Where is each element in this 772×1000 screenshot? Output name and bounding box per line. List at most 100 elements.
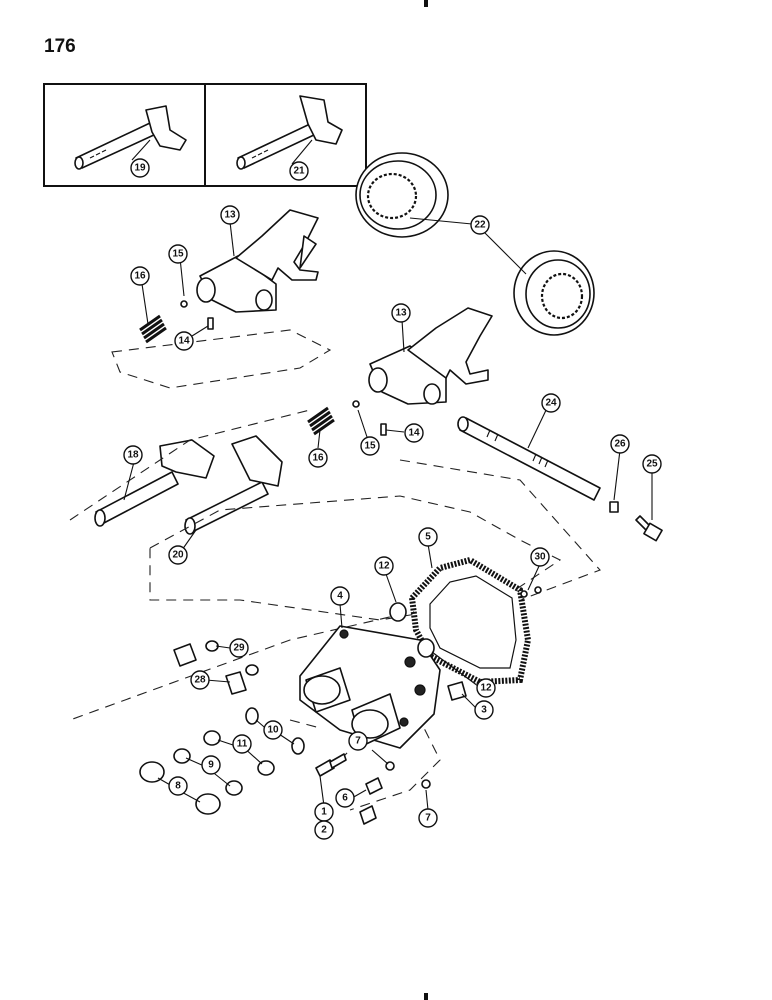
- callout-6: 6: [335, 788, 355, 808]
- callout-16-upper: 16: [130, 266, 150, 286]
- washer-part-12-lower: [417, 638, 435, 658]
- callout-12-upper: 12: [374, 556, 394, 576]
- plug-part-3: [447, 681, 467, 701]
- callout-1: 1: [314, 802, 334, 822]
- cover-housing-part-4: [299, 625, 441, 749]
- callout-24: 24: [541, 393, 561, 413]
- interlock-pin-lower: [380, 423, 387, 436]
- phantom-outline-upper: [111, 329, 332, 389]
- callout-7-upper: 7: [348, 731, 368, 751]
- svg-text:19: 19: [134, 163, 146, 174]
- svg-text:6: 6: [342, 793, 348, 804]
- detent-ball-lower: [352, 400, 360, 408]
- callout-10: 10: [263, 720, 283, 740]
- breather-part-6: [359, 777, 383, 825]
- page-number: 176: [44, 36, 76, 57]
- svg-text:11: 11: [237, 739, 248, 750]
- svg-text:1: 1: [321, 807, 327, 818]
- svg-text:3: 3: [481, 705, 487, 716]
- callout-14-lower: 14: [404, 423, 424, 443]
- clip-part-10-upper: [245, 707, 259, 725]
- ring-part-11-upper: [203, 730, 221, 746]
- svg-text:18: 18: [127, 450, 139, 461]
- callout-20: 20: [168, 545, 188, 565]
- spring-lower: [307, 406, 335, 436]
- svg-text:25: 25: [646, 459, 658, 470]
- svg-text:8: 8: [175, 781, 181, 792]
- svg-text:24: 24: [545, 398, 557, 409]
- svg-text:13: 13: [224, 210, 236, 221]
- callout-4: 4: [330, 586, 350, 606]
- svg-text:26: 26: [614, 439, 626, 450]
- callout-2: 2: [314, 820, 334, 840]
- svg-text:30: 30: [534, 552, 546, 563]
- svg-text:12: 12: [378, 561, 390, 572]
- svg-text:28: 28: [194, 675, 206, 686]
- plug-part-26: [609, 501, 619, 513]
- callout-30: 30: [530, 547, 550, 567]
- svg-text:15: 15: [172, 249, 184, 260]
- svg-text:10: 10: [267, 725, 279, 736]
- spring-upper: [139, 314, 167, 344]
- callout-22: 22: [470, 215, 490, 235]
- callout-11: 11: [232, 734, 252, 754]
- svg-text:14: 14: [178, 336, 190, 347]
- callout-25: 25: [642, 454, 662, 474]
- bolt-part-1-2: [315, 753, 347, 777]
- callout-7-lower: 7: [418, 808, 438, 828]
- inset-panel: [43, 83, 367, 187]
- callout-3: 3: [474, 700, 494, 720]
- seal-part-8-lower: [195, 793, 221, 815]
- shift-rail-part-19: [74, 105, 187, 170]
- shift-rail-part-18: [94, 439, 215, 527]
- svg-text:13: 13: [395, 308, 407, 319]
- callout-15-upper: 15: [168, 244, 188, 264]
- ball-part-30-b: [534, 586, 542, 594]
- ball-part-30-a: [520, 590, 528, 598]
- svg-text:7: 7: [355, 736, 361, 747]
- callout-13-lower: 13: [391, 303, 411, 323]
- phantom-outline-rails: [149, 495, 562, 621]
- callout-12-lower: 12: [476, 678, 496, 698]
- svg-text:2: 2: [321, 825, 327, 836]
- callout-19: 19: [130, 158, 150, 178]
- washer-part-12-upper: [389, 602, 407, 622]
- ring-part-9-lower: [225, 780, 243, 796]
- svg-text:22: 22: [474, 220, 486, 231]
- synchronizer-ring-lower: [513, 250, 595, 336]
- shift-fork-upper: [196, 209, 319, 313]
- ring-part-7-lower: [421, 779, 431, 789]
- callout-5: 5: [418, 527, 438, 547]
- crop-mark-top: [424, 0, 428, 7]
- callout-29: 29: [229, 638, 249, 658]
- callout-13-upper: 13: [220, 205, 240, 225]
- seal-part-8-upper: [139, 761, 165, 783]
- svg-text:15: 15: [364, 441, 376, 452]
- svg-text:14: 14: [408, 428, 420, 439]
- callout-28: 28: [190, 670, 210, 690]
- ring-part-9-upper: [173, 748, 191, 764]
- ring-part-11-lower: [257, 760, 275, 776]
- svg-text:29: 29: [233, 643, 245, 654]
- callout-15-lower: 15: [360, 436, 380, 456]
- svg-text:16: 16: [312, 453, 324, 464]
- svg-text:5: 5: [425, 532, 431, 543]
- crop-mark-bottom: [424, 993, 428, 1000]
- shift-rail-part-20: [184, 435, 283, 535]
- svg-text:16: 16: [134, 271, 146, 282]
- callout-9: 9: [201, 755, 221, 775]
- interlock-pin-upper: [207, 317, 214, 330]
- shift-shaft-part-24: [457, 416, 601, 501]
- svg-text:9: 9: [208, 760, 214, 771]
- svg-text:20: 20: [172, 550, 184, 561]
- callout-8: 8: [168, 776, 188, 796]
- svg-text:7: 7: [425, 813, 431, 824]
- washer-part-29-lower: [245, 664, 259, 676]
- callout-21: 21: [289, 161, 309, 181]
- svg-text:21: 21: [293, 166, 305, 177]
- clip-part-10-lower: [291, 737, 305, 755]
- svg-text:12: 12: [480, 683, 492, 694]
- callout-26: 26: [610, 434, 630, 454]
